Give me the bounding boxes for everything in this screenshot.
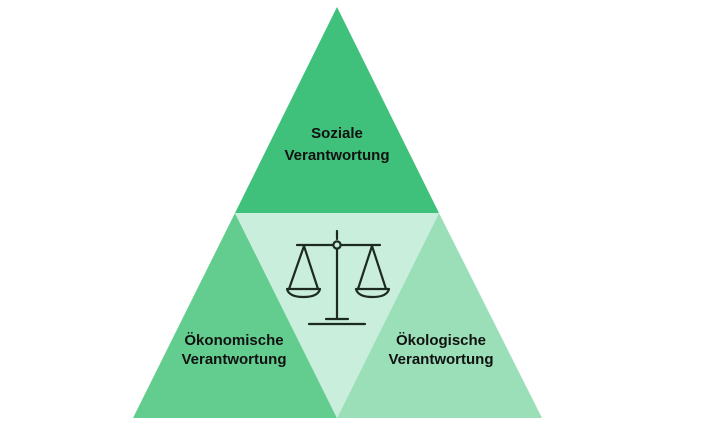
social-label-line1: Soziale <box>311 125 363 142</box>
scales-of-justice-icon <box>285 229 391 326</box>
ecological-triangle <box>337 213 542 418</box>
economic-triangle <box>133 213 337 418</box>
social-triangle <box>235 7 439 213</box>
ecological-label-line1: Ökologische <box>396 332 486 349</box>
social-label-line2: Verantwortung <box>284 147 389 164</box>
economic-label-line1: Ökonomische <box>184 332 283 349</box>
economic-label-line2: Verantwortung <box>181 351 286 368</box>
ecological-label-line2: Verantwortung <box>388 351 493 368</box>
